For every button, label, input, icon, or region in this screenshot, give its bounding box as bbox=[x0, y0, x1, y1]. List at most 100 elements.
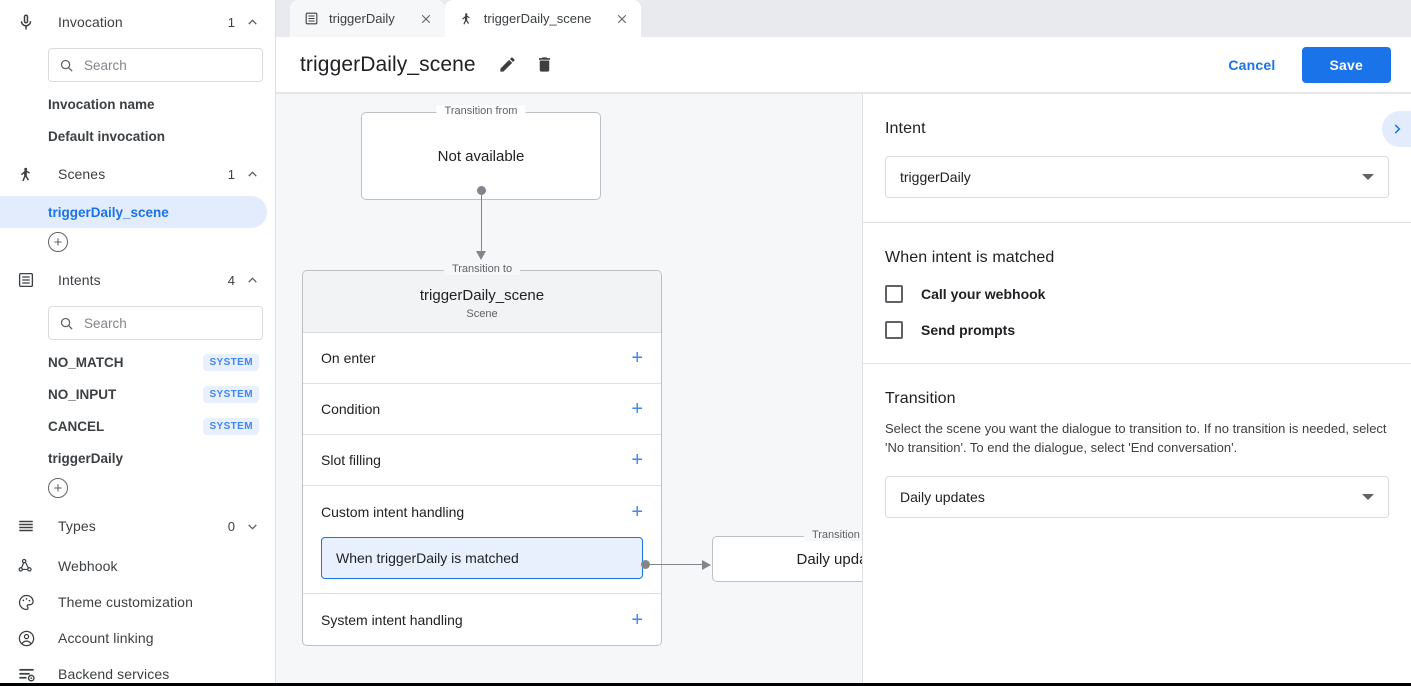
main-area: triggerDaily triggerDaily_scene triggerD… bbox=[276, 0, 1411, 686]
scene-row-condition[interactable]: Condition + bbox=[303, 384, 661, 435]
sidebar-group-scenes[interactable]: Scenes 1 bbox=[0, 152, 275, 196]
chevron-right-icon[interactable] bbox=[1382, 111, 1411, 147]
tab-triggerdaily-scene[interactable]: triggerDaily_scene bbox=[444, 0, 642, 37]
tab-bar: triggerDaily triggerDaily_scene bbox=[276, 0, 1411, 37]
intent-select[interactable]: triggerDaily bbox=[885, 156, 1389, 198]
add-condition-icon[interactable]: + bbox=[631, 398, 643, 420]
left-sidebar: Invocation 1 Invocation name Default inv… bbox=[0, 0, 276, 686]
transition-from-legend: Transition from bbox=[436, 105, 526, 117]
sidebar-item-invocation-name[interactable]: Invocation name bbox=[0, 88, 275, 120]
sidebar-item-no-input[interactable]: NO_INPUT SYSTEM bbox=[0, 378, 275, 410]
types-lines-icon bbox=[14, 514, 38, 538]
cancel-button[interactable]: Cancel bbox=[1214, 48, 1289, 82]
transition-target-node[interactable]: Transition to Daily updates bbox=[712, 529, 862, 582]
transition-from-value: Not available bbox=[437, 147, 525, 165]
sidebar-item-label: Backend services bbox=[58, 666, 170, 682]
checkbox-label: Send prompts bbox=[921, 322, 1016, 338]
add-slot-filling-icon[interactable]: + bbox=[631, 449, 643, 471]
sidebar-item-backend-services[interactable]: Backend services bbox=[0, 656, 275, 686]
sidebar-group-invocation[interactable]: Invocation 1 bbox=[0, 0, 275, 44]
webhook-icon bbox=[14, 554, 38, 578]
sidebar-item-label: NO_MATCH bbox=[48, 354, 124, 370]
sidebar-item-no-match[interactable]: NO_MATCH SYSTEM bbox=[0, 346, 275, 378]
body-area: Transition from Not available Transition… bbox=[276, 93, 1411, 686]
page-header: triggerDaily_scene Cancel Save bbox=[276, 37, 1411, 93]
tab-triggerdaily[interactable]: triggerDaily bbox=[290, 0, 445, 37]
sidebar-item-webhook[interactable]: Webhook bbox=[0, 548, 275, 584]
scene-graph-canvas[interactable]: Transition from Not available Transition… bbox=[276, 93, 862, 686]
status-badge: SYSTEM bbox=[203, 417, 259, 435]
transition-description: Select the scene you want the dialogue t… bbox=[885, 421, 1387, 455]
scene-row-label: Custom intent handling bbox=[321, 503, 465, 520]
sidebar-item-triggerdaily-scene[interactable]: triggerDaily_scene bbox=[0, 196, 267, 228]
close-icon[interactable] bbox=[405, 12, 433, 26]
scene-node[interactable]: Transition to triggerDaily_scene Scene O… bbox=[302, 263, 662, 646]
checkbox-call-your-webhook[interactable]: Call your webhook bbox=[885, 285, 1389, 303]
search-icon bbox=[59, 58, 74, 73]
add-on-enter-icon[interactable]: + bbox=[631, 347, 643, 369]
sidebar-item-label: Theme customization bbox=[58, 594, 193, 610]
intents-search-box[interactable] bbox=[48, 306, 263, 340]
sidebar-group-intents[interactable]: Intents 4 bbox=[0, 258, 275, 302]
scene-row-on-enter[interactable]: On enter + bbox=[303, 333, 661, 384]
scene-row-label: Condition bbox=[321, 401, 381, 417]
intents-search-wrap bbox=[0, 302, 275, 346]
add-scene-icon[interactable] bbox=[48, 232, 68, 252]
save-button[interactable]: Save bbox=[1301, 46, 1391, 83]
scene-row-label: Slot filling bbox=[321, 452, 381, 468]
close-icon[interactable] bbox=[601, 12, 629, 26]
sidebar-item-label: Account linking bbox=[58, 630, 154, 646]
chevron-up-icon[interactable] bbox=[245, 167, 259, 181]
transition-target-legend: Transition to bbox=[803, 529, 862, 541]
intents-search-input[interactable] bbox=[84, 315, 252, 331]
sidebar-item-default-invocation[interactable]: Default invocation bbox=[0, 120, 275, 152]
account-circle-icon bbox=[14, 626, 38, 650]
sidebar-item-label: CANCEL bbox=[48, 418, 105, 434]
add-intent-icon[interactable] bbox=[48, 478, 68, 498]
checkbox-box[interactable] bbox=[885, 285, 903, 303]
window-bottom-strip bbox=[0, 683, 1411, 686]
sidebar-item-account-linking[interactable]: Account linking bbox=[0, 620, 275, 656]
sidebar-group-count: 1 bbox=[227, 166, 235, 182]
sidebar-item-label: Invocation name bbox=[48, 96, 155, 112]
intent-handler-wrap: When triggerDaily is matched bbox=[303, 537, 661, 594]
panel-section-intent: Intent triggerDaily bbox=[863, 94, 1411, 223]
scene-row-system-intent-handling[interactable]: System intent handling + bbox=[303, 594, 661, 645]
status-badge: SYSTEM bbox=[203, 353, 259, 371]
checkbox-box[interactable] bbox=[885, 321, 903, 339]
intent-section-title: Intent bbox=[885, 120, 926, 137]
sidebar-item-label: Default invocation bbox=[48, 128, 166, 144]
sidebar-item-triggerdaily[interactable]: triggerDaily bbox=[0, 442, 275, 474]
pencil-icon[interactable] bbox=[498, 55, 517, 74]
right-properties-panel: Intent triggerDaily When intent is match… bbox=[862, 93, 1411, 686]
transition-select[interactable]: Daily updates bbox=[885, 475, 1389, 518]
sidebar-item-label: triggerDaily_scene bbox=[48, 204, 169, 220]
scene-row-slot-filling[interactable]: Slot filling + bbox=[303, 435, 661, 486]
status-badge: SYSTEM bbox=[203, 385, 259, 403]
scene-row-custom-intent-handling[interactable]: Custom intent handling + bbox=[303, 486, 661, 537]
checkbox-send-prompts[interactable]: Send prompts bbox=[885, 321, 1389, 339]
sidebar-group-count: 0 bbox=[227, 518, 235, 534]
intent-handler-chip[interactable]: When triggerDaily is matched bbox=[321, 537, 643, 579]
edge-arrow-down bbox=[476, 251, 486, 260]
transition-from-node[interactable]: Transition from Not available bbox=[361, 105, 601, 200]
add-system-intent-handling-icon[interactable]: + bbox=[631, 608, 643, 631]
search-icon bbox=[59, 316, 74, 331]
palette-icon bbox=[14, 590, 38, 614]
backend-services-icon bbox=[14, 662, 38, 686]
add-intent-row bbox=[0, 474, 275, 504]
sidebar-group-count: 4 bbox=[227, 272, 235, 288]
invocation-search-box[interactable] bbox=[48, 48, 263, 82]
scene-row-label: On enter bbox=[321, 350, 376, 366]
sidebar-item-theme-customization[interactable]: Theme customization bbox=[0, 584, 275, 620]
transition-to-legend: Transition to bbox=[443, 263, 521, 275]
sidebar-item-cancel[interactable]: CANCEL SYSTEM bbox=[0, 410, 275, 442]
sidebar-group-types[interactable]: Types 0 bbox=[0, 504, 275, 548]
trash-icon[interactable] bbox=[535, 55, 554, 74]
chevron-up-icon[interactable] bbox=[245, 273, 259, 287]
add-custom-intent-handling-icon[interactable]: + bbox=[631, 500, 643, 523]
chevron-down-icon[interactable] bbox=[245, 519, 259, 533]
chevron-up-icon[interactable] bbox=[245, 15, 259, 29]
invocation-search-input[interactable] bbox=[84, 57, 252, 73]
